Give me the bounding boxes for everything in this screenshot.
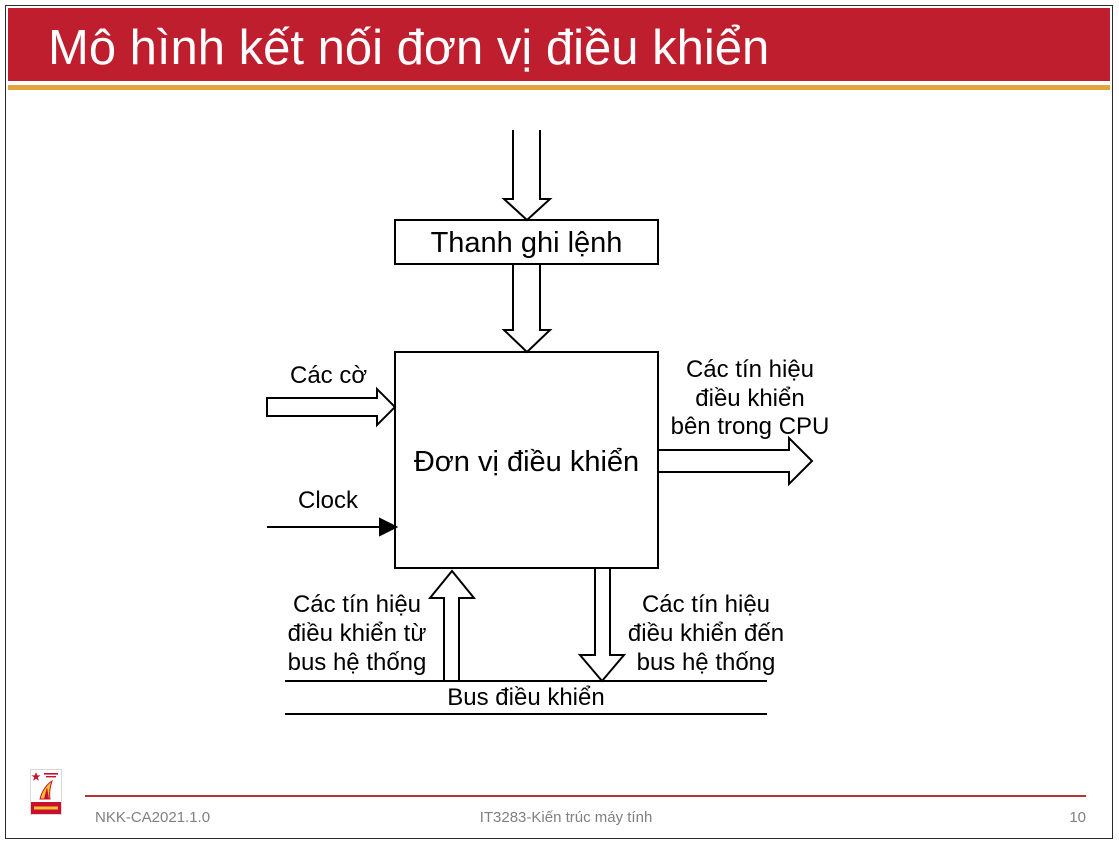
- instruction-register-label: Thanh ghi lệnh: [431, 227, 623, 259]
- internal-signals-label-line: điều khiển: [695, 385, 804, 412]
- control-bus-label: Bus điều khiển: [447, 684, 604, 711]
- signals-from-bus-label-line: điều khiển từ: [288, 620, 427, 647]
- signals-to-bus-label-line: Các tín hiệu: [642, 591, 770, 618]
- footer-divider: [85, 795, 1086, 797]
- footer-course-name: IT3283-Kiến trúc máy tính: [479, 809, 653, 826]
- internal-signals-output-arrow: [658, 435, 814, 487]
- clock-arrowhead: [379, 517, 399, 537]
- diagram-shapes: [266, 130, 814, 715]
- instruction-register-box: [394, 219, 659, 265]
- internal-signals-label-line: Các tín hiệu: [686, 356, 814, 383]
- flags-input-arrow: [266, 386, 397, 428]
- control-unit-label: Đơn vị điều khiển: [414, 446, 639, 478]
- signals-from-bus-arrow: [427, 569, 477, 681]
- flags-label: Các cờ: [290, 362, 367, 389]
- slide-title: Mô hình kết nối đơn vị điều khiển: [48, 21, 770, 75]
- signals-from-bus-label-line: bus hệ thống: [288, 649, 427, 676]
- title-accent-line: [8, 85, 1110, 90]
- internal-signals-label-line: bên trong CPU: [671, 413, 830, 440]
- slide-frame: [5, 5, 1113, 839]
- signals-from-bus-label-line: Các tín hiệu: [293, 591, 421, 618]
- signals-to-bus-arrow: [577, 568, 627, 683]
- title-bar: [8, 8, 1110, 81]
- ir-to-control-unit-arrow: [501, 264, 553, 354]
- signals-to-bus-label-line: bus hệ thống: [637, 649, 776, 676]
- footer-document-code: NKK-CA2021.1.0: [95, 809, 211, 826]
- instruction-input-arrow: [501, 130, 553, 222]
- control-unit-box: [394, 351, 659, 569]
- page-number: 10: [1069, 809, 1086, 826]
- signals-to-bus-label-line: điều khiển đến: [628, 620, 784, 647]
- clock-label: Clock: [298, 487, 359, 514]
- university-logo-icon: [30, 769, 62, 815]
